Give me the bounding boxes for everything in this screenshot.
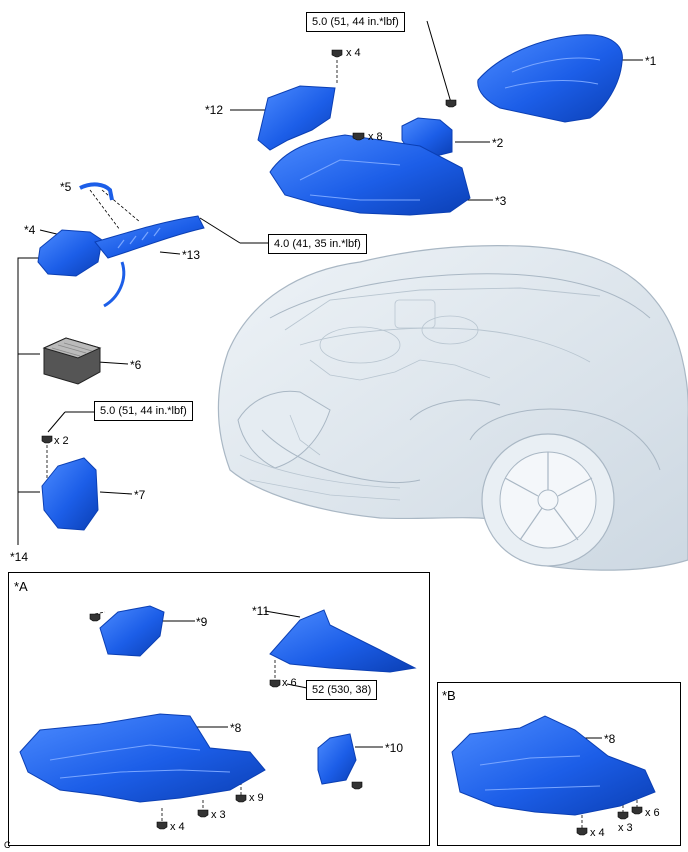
quantity-label: x 9 <box>249 792 264 804</box>
part-12-side-panel <box>257 85 336 151</box>
quantity-label: x 6 <box>645 807 660 819</box>
part-9-cover <box>99 605 165 657</box>
callout-4: *4 <box>24 223 36 237</box>
group-a-frame <box>8 572 430 846</box>
part-5-hose <box>79 182 114 201</box>
quantity-label: x 6 <box>282 677 297 689</box>
group-a-label: *A <box>14 579 28 594</box>
callout-10: *10 <box>385 741 404 755</box>
callout-6: *6 <box>130 358 142 372</box>
part-8-under-cover-b <box>451 715 656 816</box>
car-front-illustration <box>217 245 688 571</box>
callout-1: *1 <box>645 54 657 68</box>
callout-5: *5 <box>60 180 72 194</box>
callout-7: *7 <box>134 488 146 502</box>
quantity-label: x 3 <box>211 809 226 821</box>
callout-8: *8 <box>230 721 242 735</box>
callout-3: *3 <box>495 194 507 208</box>
group-b-label: *B <box>442 688 456 703</box>
part-3-cowl-panel <box>269 134 471 216</box>
part-13-intake-tube <box>94 215 205 259</box>
callout-9: *9 <box>196 615 208 629</box>
part-7-inlet-duct <box>41 457 99 531</box>
leader-lines <box>17 20 643 748</box>
callout-8: *8 <box>604 732 616 746</box>
group-b-frame <box>437 682 681 846</box>
quantity-label: x 2 <box>54 435 69 447</box>
torque-spec-box: 5.0 (51, 44 in.*lbf) <box>94 401 193 421</box>
callout-13: *13 <box>182 248 201 262</box>
quantity-label: x 8 <box>368 131 383 143</box>
part-6-filter-element <box>42 337 102 385</box>
part-1-engine-cover <box>477 34 623 123</box>
quantity-label: x 4 <box>346 47 361 59</box>
callout-12: *12 <box>205 103 224 117</box>
torque-spec-box: 5.0 (51, 44 in.*lbf) <box>306 12 405 32</box>
bolts <box>41 49 643 836</box>
part-8-under-cover-a <box>19 713 266 803</box>
corner-code: C <box>4 840 11 850</box>
torque-spec-box: 52 (530, 38) <box>306 680 378 700</box>
quantity-label: x 4 <box>170 821 185 833</box>
callout-2: *2 <box>492 136 504 150</box>
quantity-label: x 4 <box>590 827 605 839</box>
callout-14: *14 <box>10 550 29 564</box>
quantity-label: x 3 <box>618 822 633 834</box>
part-11-cover <box>269 609 417 673</box>
torque-spec-box: 4.0 (41, 35 in.*lbf) <box>268 234 367 254</box>
part-10-bracket <box>317 733 357 785</box>
callout-11: *11 <box>252 604 270 618</box>
part-4-air-cleaner-cap <box>37 229 103 277</box>
